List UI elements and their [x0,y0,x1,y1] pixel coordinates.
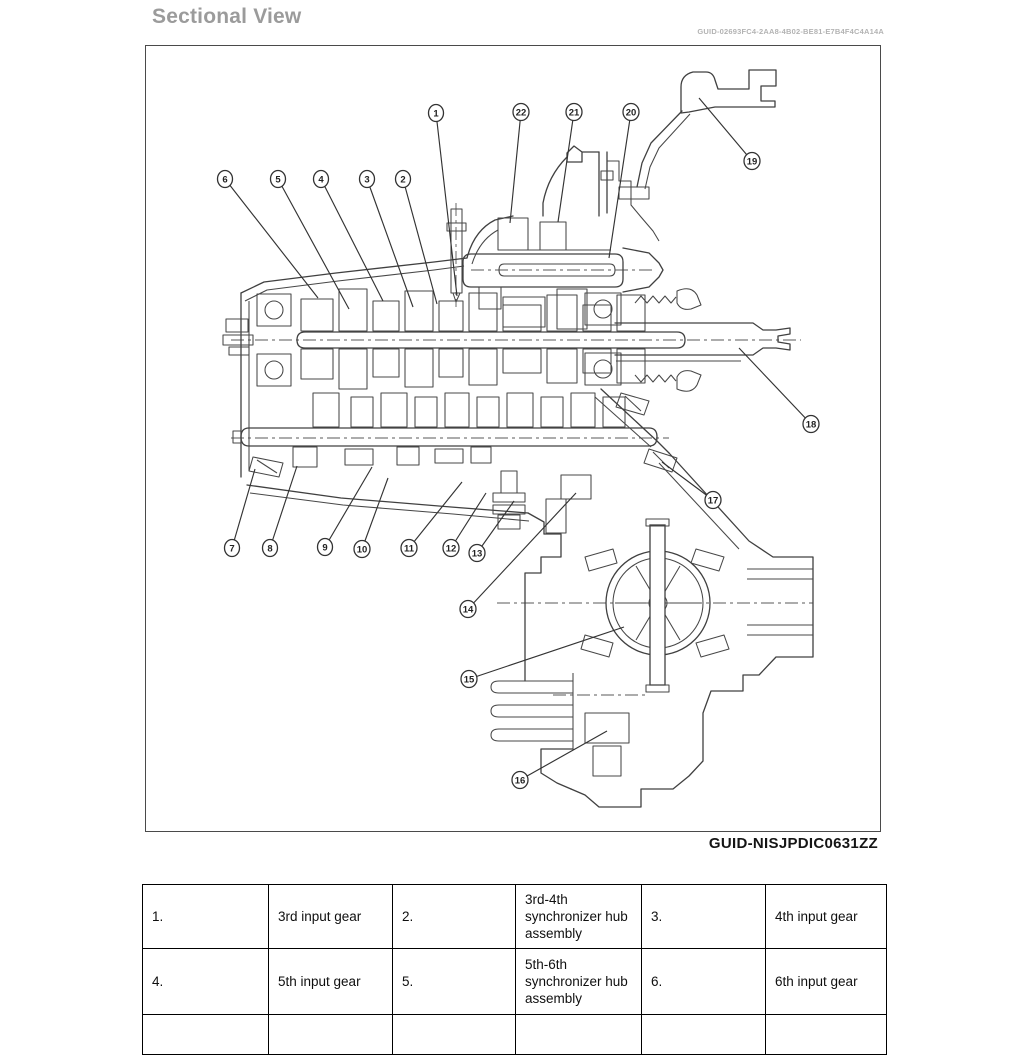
figure-caption: GUID-NISJPDIC0631ZZ [708,835,878,852]
part-name-cell: 3rd-4th synchronizer hub assembly [515,884,642,949]
part-number-cell [392,1014,516,1055]
svg-text:14: 14 [463,605,474,616]
callout-16: 16 [511,770,529,790]
part-name-cell: 5th-6th synchronizer hub assembly [515,948,642,1015]
callout-10: 10 [353,539,371,559]
part-number-cell: 5. [392,948,516,1015]
part-name-cell: 3rd input gear [268,884,393,949]
callout-9: 9 [316,537,334,557]
part-name-cell: 6th input gear [765,948,887,1015]
svg-text:1: 1 [433,109,439,120]
callout-5: 5 [269,169,287,189]
part-number-cell: 4. [142,948,269,1015]
svg-text:15: 15 [464,675,475,686]
part-number-cell: 3. [641,884,766,949]
part-name-cell: 5th input gear [268,948,393,1015]
svg-text:13: 13 [472,549,483,560]
table-row [142,1014,887,1055]
page-title: Sectional View [152,5,302,28]
part-name-cell [268,1014,393,1055]
callout-18: 18 [802,414,820,434]
callout-12: 12 [442,538,460,558]
svg-text:18: 18 [806,420,817,431]
part-name-cell [515,1014,642,1055]
front-case-section [446,145,664,330]
svg-text:21: 21 [569,108,580,119]
parts-legend-table: 1. 3rd input gear 2. 3rd-4th synchronize… [142,884,887,1055]
table-row: 1. 3rd input gear 2. 3rd-4th synchronize… [142,884,887,949]
svg-text:22: 22 [516,108,527,119]
callout-22: 22 [512,102,530,122]
callout-21: 21 [565,102,583,122]
callout-4: 4 [312,169,330,189]
svg-text:3: 3 [364,175,369,186]
part-number-cell: 2. [392,884,516,949]
svg-text:7: 7 [229,544,234,555]
centerlines [231,203,813,696]
svg-text:2: 2 [400,175,405,186]
callout-14: 14 [459,599,477,619]
part-name-cell: 4th input gear [765,884,887,949]
differential-section [490,448,814,808]
callout-15: 15 [460,669,478,689]
output-shaft-assembly [232,392,658,478]
svg-text:11: 11 [404,544,415,555]
callout-3: 3 [358,169,376,189]
svg-text:10: 10 [357,545,368,556]
callout-20: 20 [622,102,640,122]
callout-7: 7 [223,538,241,558]
part-number-cell [142,1014,269,1055]
topic-guid: GUID-02693FC4-2AA8-4B02-BE81-E7B4F4C4A14… [697,27,884,36]
part-number-cell [641,1014,766,1055]
svg-text:12: 12 [446,544,457,555]
svg-text:8: 8 [267,544,272,555]
svg-text:17: 17 [708,496,719,507]
svg-text:4: 4 [318,175,324,186]
svg-text:19: 19 [747,157,758,168]
sectional-view-figure: 1 2 3 4 5 6 7 8 9 10 11 12 13 14 15 16 1… [145,45,881,832]
callout-8: 8 [261,538,279,558]
part-number-cell: 6. [641,948,766,1015]
callout-balloons: 1 2 3 4 5 6 7 8 9 10 11 12 13 14 15 16 1… [216,102,820,790]
svg-text:6: 6 [222,175,227,186]
transaxle-sectional-diagram: 1 2 3 4 5 6 7 8 9 10 11 12 13 14 15 16 1… [216,69,820,808]
callout-13: 13 [468,543,486,563]
callout-6: 6 [216,169,234,189]
svg-text:5: 5 [275,175,281,186]
part-number-cell: 1. [142,884,269,949]
callout-17: 17 [704,490,722,510]
manual-page: { "page": { "title": "Sectional View", "… [142,5,887,1055]
callout-19: 19 [743,151,761,171]
reverse-and-extension-shaft [584,288,791,454]
table-row: 4. 5th input gear 5. 5th-6th synchronize… [142,948,887,1015]
svg-text:16: 16 [515,776,526,787]
callout-2: 2 [394,169,412,189]
callout-1: 1 [427,103,445,123]
svg-text:20: 20 [626,108,637,119]
callout-11: 11 [400,538,418,558]
callout-leaders [224,97,812,781]
part-name-cell [765,1014,887,1055]
svg-text:9: 9 [322,543,327,554]
